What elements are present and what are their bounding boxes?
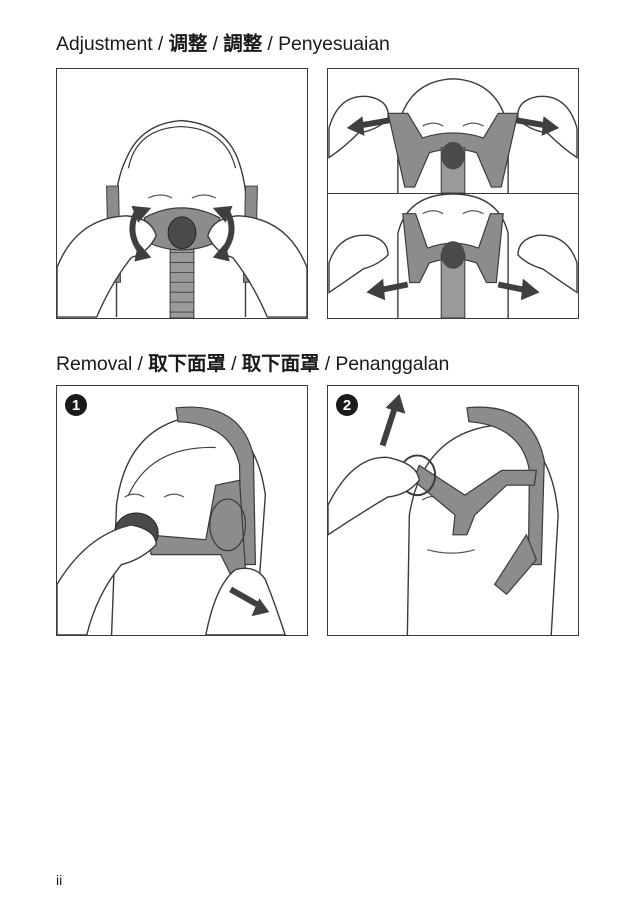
removal-title-cjk-simplified: 取下面罩 (148, 353, 226, 375)
page-number: ii (56, 872, 63, 888)
adjustment-illustration-lower-straps (327, 193, 579, 319)
adjustment-title-latin: Adjustment / (56, 33, 169, 55)
upper-strap-adjust-drawing (328, 78, 578, 193)
adjustment-title-cjk-simplified: 调整 (168, 33, 208, 55)
removal-step-1-badge: 1 (65, 394, 87, 416)
adjustment-title-cjk-traditional: 調整 (223, 33, 263, 55)
adjustment-illustration-cushion (56, 68, 308, 319)
adjustment-title-malay: / Penyesuaian (262, 33, 390, 55)
removal-step-2-badge: 2 (336, 394, 358, 416)
removal-title-latin: Removal / (56, 353, 149, 375)
removal-step-2-drawing (328, 393, 559, 635)
adjustment-illustration-upper-straps (327, 68, 579, 194)
removal-title-malay: / Penanggalan (319, 353, 450, 375)
removal-title-cjk-traditional: 取下面罩 (241, 353, 320, 375)
removal-heading: Removal / 取下面罩 / 取下面罩 / Penanggalan (56, 347, 449, 376)
cushion-adjust-drawing (57, 119, 307, 318)
adjustment-separator: / (207, 33, 224, 55)
lower-strap-adjust-drawing (328, 194, 578, 318)
removal-step-1-illustration: 1 (56, 385, 308, 636)
removal-step-1-drawing (57, 406, 286, 635)
removal-separator: / (225, 353, 242, 375)
adjustment-heading: Adjustment / 调整 / 調整 / Penyesuaian (56, 27, 390, 56)
removal-step-2-illustration: 2 (327, 385, 579, 636)
